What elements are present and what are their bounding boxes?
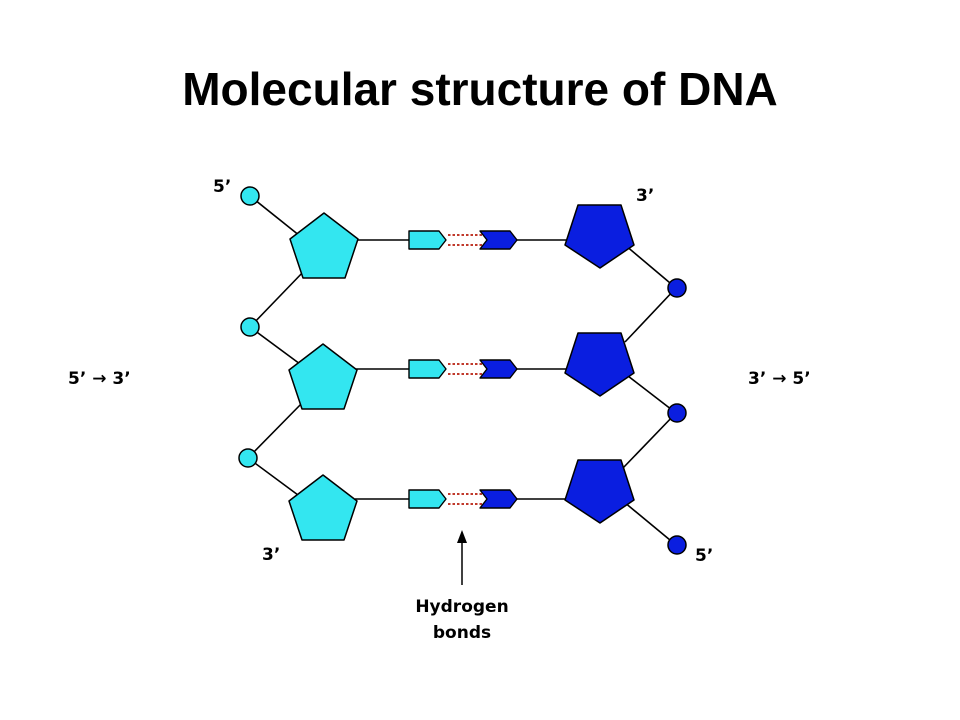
- phosphate-icon: [667, 278, 687, 298]
- pentagon-sugar-icon: [564, 204, 635, 269]
- slide-title: Molecular structure of DNA: [182, 63, 778, 115]
- hydrogen-bonds: [448, 234, 482, 505]
- left-phosphates: [238, 186, 260, 468]
- base-icon: [408, 489, 447, 509]
- pentagon-sugar-icon: [564, 459, 635, 524]
- left-backbone-segment: [247, 399, 306, 459]
- hydrogen-bonds-label-line1: Hydrogen: [415, 597, 508, 617]
- hydrogen-bond-arrow-icon: [457, 530, 467, 585]
- right-backbone-segment: [624, 287, 677, 343]
- base-icon: [408, 359, 447, 379]
- phosphate-icon: [667, 403, 687, 423]
- base-icon: [479, 359, 518, 379]
- base-icon: [479, 230, 518, 250]
- base-icon: [479, 489, 518, 509]
- phosphate-icon: [240, 186, 260, 206]
- right-backbone-segment: [627, 375, 677, 414]
- left-backbone-segment: [249, 195, 301, 237]
- right-phosphates: [667, 278, 687, 555]
- pentagon-sugar-icon: [288, 474, 358, 541]
- pentagon-sugar-icon: [289, 212, 359, 279]
- left-backbone-segment: [249, 269, 306, 328]
- phosphate-icon: [240, 317, 260, 337]
- phosphate-icon: [667, 535, 687, 555]
- base-icon: [408, 230, 447, 250]
- right-backbone-segment: [623, 501, 677, 546]
- pentagon-sugar-icon: [564, 332, 635, 397]
- right-backbone-segment: [624, 244, 677, 289]
- left-top-5prime-label: 5’: [213, 177, 231, 197]
- phosphate-icon: [238, 448, 258, 468]
- right-direction-label: 3’ → 5’: [748, 369, 811, 389]
- right-bottom-5prime-label: 5’: [695, 546, 713, 566]
- left-sugars: [288, 212, 359, 541]
- right-bases: [479, 230, 518, 509]
- backbone-lines: [247, 195, 677, 546]
- left-backbone-segment: [249, 326, 301, 365]
- hydrogen-bonds-label-line2: bonds: [433, 623, 491, 643]
- right-top-3prime-label: 3’: [636, 186, 654, 206]
- left-direction-label: 5’ → 3’: [68, 369, 131, 389]
- right-sugars: [564, 204, 635, 524]
- pentagon-sugar-icon: [288, 343, 358, 410]
- left-bottom-3prime-label: 3’: [262, 545, 280, 565]
- left-backbone-segment: [247, 457, 299, 496]
- left-bases: [408, 230, 447, 509]
- right-backbone-segment: [622, 412, 677, 469]
